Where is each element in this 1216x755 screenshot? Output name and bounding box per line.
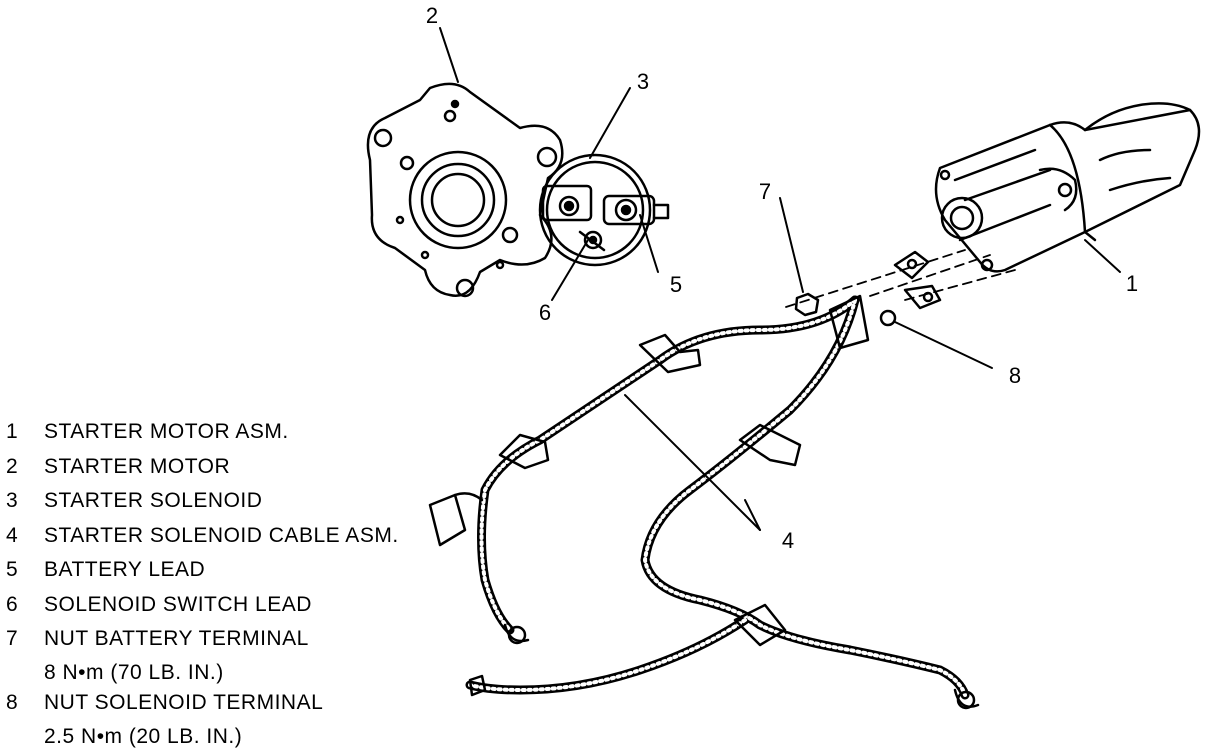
callout-2: 2 (425, 3, 439, 28)
legend-item: 4 STARTER SOLENOID CABLE ASM. (6, 524, 399, 559)
legend-item: 7 NUT BATTERY TERMINAL 8 N•m (70 LB. IN.… (6, 627, 399, 691)
parts-legend: 1 STARTER MOTOR ASM. 2 STARTER MOTOR 3 S… (6, 420, 399, 755)
legend-text: STARTER SOLENOID (44, 489, 263, 512)
legend-text: SOLENOID SWITCH LEAD (44, 592, 312, 616)
legend-number: 5 (6, 558, 19, 581)
callout-1: 1 (1125, 271, 1139, 296)
starter-motor-assembly (934, 102, 1201, 273)
legend-torque: 8 N•m (70 LB. IN.) (44, 661, 224, 684)
legend-item: 6 SOLENOID SWITCH LEAD (6, 593, 399, 628)
legend-number: 2 (6, 454, 19, 478)
legend-item: 2 STARTER MOTOR (6, 455, 399, 490)
callout-8: 8 (1008, 363, 1022, 388)
legend-text: STARTER SOLENOID CABLE ASM. (44, 523, 399, 547)
legend-torque: 2.5 N•m (20 LB. IN.) (44, 725, 243, 748)
starter-solenoid (538, 153, 670, 267)
legend-item: 3 STARTER SOLENOID (6, 489, 399, 524)
legend-number: 1 (6, 420, 19, 443)
callout-4: 4 (781, 528, 795, 553)
callout-5: 5 (669, 272, 683, 297)
alignment-lines (785, 249, 1016, 308)
legend-text: STARTER MOTOR ASM. (44, 420, 289, 443)
legend-number: 4 (6, 523, 19, 547)
legend-item: 5 BATTERY LEAD (6, 558, 399, 593)
legend-number: 6 (6, 592, 19, 616)
callout-6: 6 (538, 300, 552, 325)
callout-3: 3 (636, 69, 650, 94)
legend-text: NUT SOLENOID TERMINAL (44, 691, 324, 714)
legend-number: 8 (6, 691, 19, 714)
leader-lines (439, 27, 1121, 531)
legend-number: 7 (6, 627, 19, 650)
callout-7: 7 (758, 179, 772, 204)
legend-number: 3 (6, 489, 19, 512)
battery-terminal-nut (794, 292, 820, 317)
legend-item: 1 STARTER MOTOR ASM. (6, 420, 399, 455)
legend-item: 8 NUT SOLENOID TERMINAL 2.5 N•m (20 LB. … (6, 691, 399, 755)
starter-motor-housing (366, 82, 564, 298)
solenoid-terminal-nut (879, 309, 897, 327)
harness-clips (428, 294, 980, 710)
legend-text: NUT BATTERY TERMINAL (44, 627, 309, 650)
cable-terminal-ends (893, 250, 942, 310)
legend-text: BATTERY LEAD (44, 558, 206, 581)
legend-text: STARTER MOTOR (44, 454, 231, 478)
